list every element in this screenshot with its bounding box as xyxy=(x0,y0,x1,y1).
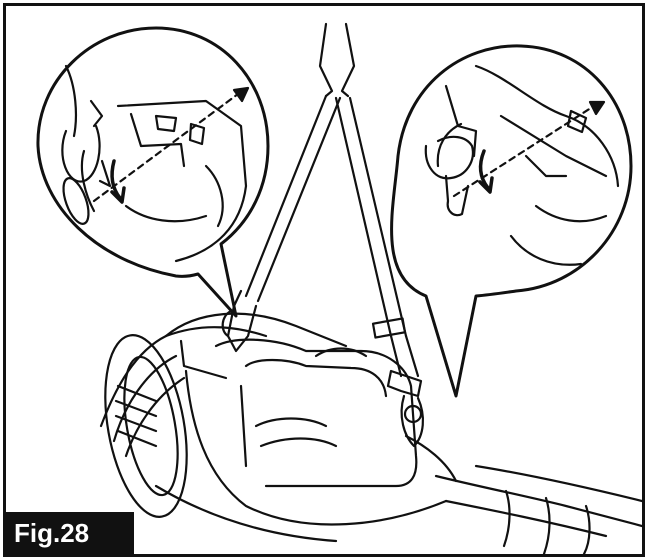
figure-label: Fig.28 xyxy=(6,512,134,554)
shoulder-strap xyxy=(221,22,424,448)
figure-frame: Fig.28 xyxy=(3,3,645,557)
left-detail-callout xyxy=(36,26,270,318)
shoulder-strap-illustration xyxy=(36,22,642,554)
right-detail-callout xyxy=(390,44,633,398)
blower-body xyxy=(99,312,642,554)
